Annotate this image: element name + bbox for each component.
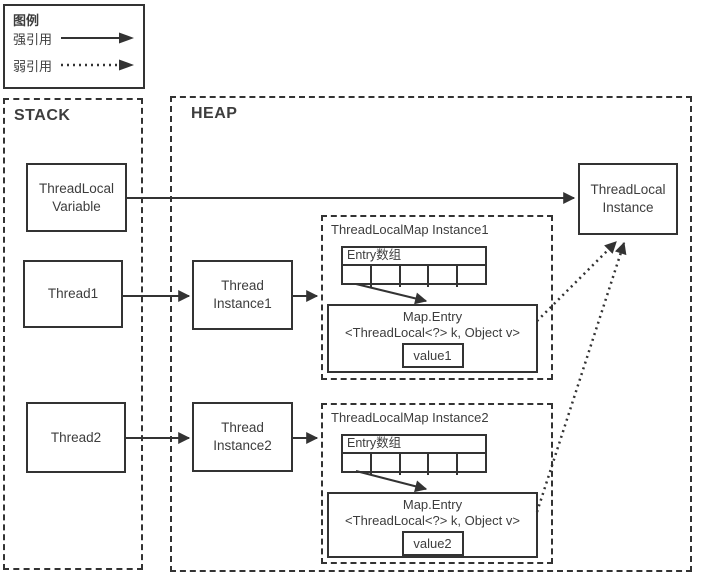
entry-array-2-cell (401, 454, 430, 475)
entry-array-2-cell (372, 454, 401, 475)
map-entry-2-node: Map.Entry <ThreadLocal<?> k, Object v> v… (327, 492, 538, 558)
value2-node: value2 (401, 531, 464, 556)
entry-array-2: Entry数组 (341, 434, 487, 475)
entry-array-1-cells (343, 266, 485, 287)
entry-array-1: Entry数组 (341, 246, 487, 287)
thread1-label: Thread1 (47, 286, 99, 302)
entry-array-1-cell (458, 266, 485, 287)
threadlocalmap-instance1-title: ThreadLocalMap Instance1 (331, 222, 489, 237)
entry-array-1-cell (372, 266, 401, 287)
map-entry-1-title: Map.Entry (402, 309, 463, 324)
legend-item-weak-reference: 弱引用 (13, 57, 136, 74)
threadlocalmap-instance1-region: ThreadLocalMap Instance1 Entry数组 Map.Ent… (321, 215, 553, 380)
legend-item-strong-reference: 强引用 (13, 30, 136, 47)
threadlocal-variable-node: ThreadLocal Variable (26, 163, 127, 232)
map-entry-2-title: Map.Entry (402, 497, 463, 512)
threadlocal-instance-node: ThreadLocal Instance (578, 163, 678, 235)
entry-array-1-cell (429, 266, 459, 287)
threadlocal-instance-label-line2: Instance (602, 200, 654, 215)
thread-instance2-label-line2: Instance2 (213, 438, 272, 453)
thread2-label: Thread2 (50, 429, 102, 445)
legend-weak-reference-label: 弱引用 (13, 58, 53, 74)
entry-array-1-cell (401, 266, 430, 287)
entry-array-2-cell (343, 454, 372, 475)
value1-node: value1 (401, 343, 464, 369)
legend-strong-reference-label: 强引用 (13, 31, 53, 47)
entry-array-2-cell (429, 454, 459, 475)
heap-title: HEAP (191, 105, 238, 122)
value2-label: value2 (413, 535, 452, 551)
entry-array-2-cells (343, 454, 485, 475)
threadlocal-variable-label-line1: ThreadLocal (38, 180, 115, 196)
heap-region: HEAP (170, 96, 692, 572)
dotted-arrow-icon (61, 59, 135, 71)
thread-instance2-label-line1: Thread (221, 420, 264, 436)
value1-label: value1 (413, 347, 452, 363)
entry-array-2-cell (458, 454, 485, 475)
threadlocalmap-instance2-region: ThreadLocalMap Instance2 Entry数组 Map.Ent… (321, 403, 553, 564)
thread1-node: Thread1 (23, 260, 123, 328)
entry-array-1-cell (343, 266, 372, 287)
entry-array-1-label: Entry数组 (343, 248, 485, 266)
thread-instance1-node: Thread Instance1 (192, 260, 293, 330)
stack-region: STACK (3, 98, 143, 570)
stack-title: STACK (14, 107, 71, 124)
thread-instance1-label-line1: Thread (221, 278, 264, 294)
entry-array-2-label: Entry数组 (343, 436, 485, 454)
threadlocal-instance-label-line1: ThreadLocal (590, 182, 666, 198)
threadlocalmap-instance2-title: ThreadLocalMap Instance2 (331, 410, 489, 425)
legend-box: 图例 强引用 弱引用 (3, 4, 145, 89)
map-entry-1-signature: <ThreadLocal<?> k, Object v> (345, 324, 520, 340)
map-entry-1-node: Map.Entry <ThreadLocal<?> k, Object v> v… (327, 304, 538, 373)
thread-instance2-node: Thread Instance2 (192, 402, 293, 472)
thread2-node: Thread2 (26, 402, 126, 473)
threadlocal-variable-label-line2: Variable (52, 198, 101, 214)
solid-arrow-icon (61, 32, 135, 44)
legend-title: 图例 (13, 13, 40, 28)
thread-instance1-label-line2: Instance1 (213, 296, 272, 311)
map-entry-2-signature: <ThreadLocal<?> k, Object v> (345, 512, 520, 528)
